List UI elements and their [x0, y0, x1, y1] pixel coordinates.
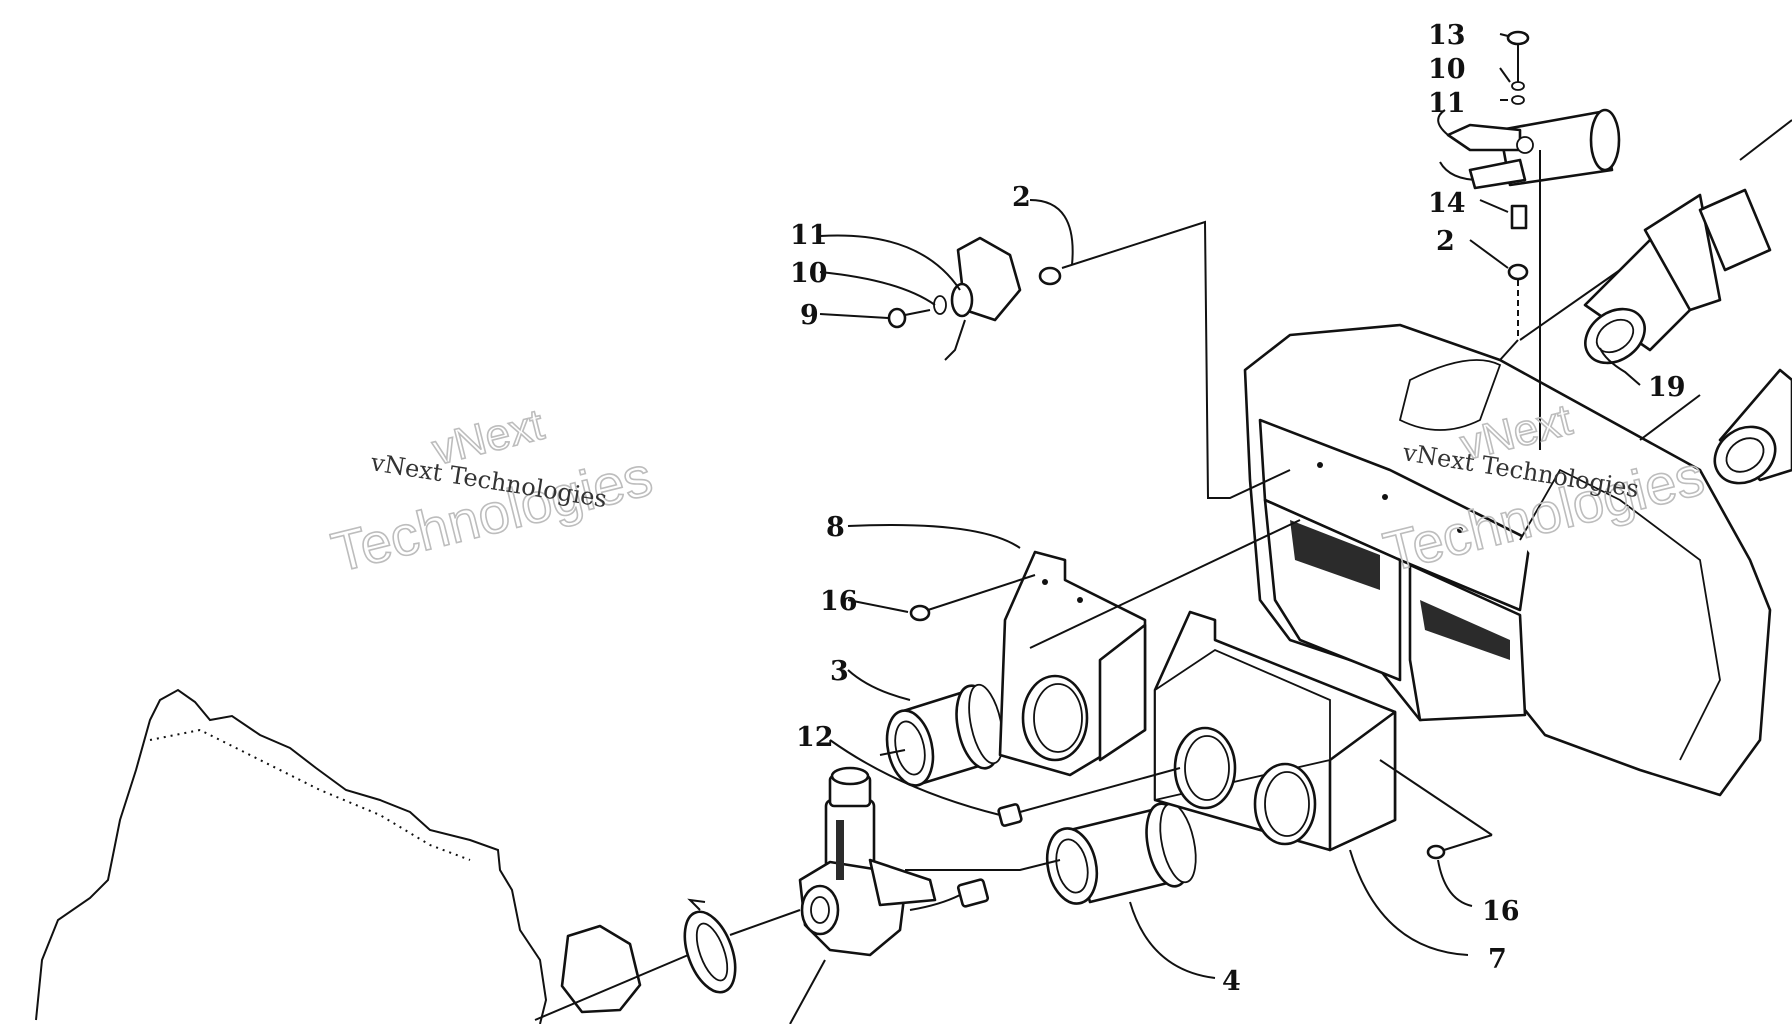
intake-tube-lower — [1713, 368, 1792, 485]
intake-boot-4 — [1045, 802, 1197, 905]
solenoid-assembly — [1437, 108, 1621, 190]
callout-14: 14 — [1428, 188, 1466, 219]
reed-adapter — [534, 924, 701, 1021]
fastener-16-left — [909, 574, 1036, 622]
callout-4: 4 — [1222, 966, 1241, 997]
clip-12 — [997, 767, 1181, 827]
leader-lines — [819, 33, 1641, 979]
right-hardware-stack — [1499, 30, 1541, 450]
silencer-panel-8 — [998, 550, 1147, 777]
bracket-assembly — [887, 236, 1062, 361]
callout-12: 12 — [796, 722, 834, 753]
cable-plug — [909, 878, 990, 911]
silencer-panel-7 — [1153, 610, 1397, 852]
callout-3: 3 — [830, 656, 849, 687]
bracket-routing-line — [1061, 220, 1291, 499]
callout-16-right: 16 — [1482, 896, 1520, 927]
callout-11-left: 11 — [790, 220, 828, 251]
callout-8: 8 — [826, 512, 845, 543]
fastener-16-right — [1379, 759, 1493, 860]
callout-19: 19 — [1648, 372, 1686, 403]
callout-13: 13 — [1428, 20, 1466, 51]
callout-2-left: 2 — [1012, 182, 1031, 213]
carburetor — [789, 766, 937, 1024]
intake-tube-19 — [1583, 188, 1772, 365]
callout-16-left: 16 — [820, 586, 858, 617]
callout-9: 9 — [800, 300, 819, 331]
engine-outline — [35, 688, 548, 1024]
callout-labels: 13 10 11 14 2 19 2 11 10 9 8 16 3 12 16 … — [790, 20, 1686, 997]
callout-11-top: 11 — [1428, 88, 1466, 119]
clamp-ring — [683, 898, 737, 994]
callout-2-right: 2 — [1436, 226, 1455, 257]
callout-7: 7 — [1488, 944, 1507, 975]
air-box-housing — [1243, 323, 1772, 797]
callout-10-left: 10 — [790, 258, 828, 289]
callout-10-top: 10 — [1428, 54, 1466, 85]
engine-stipple-edge — [149, 728, 471, 861]
